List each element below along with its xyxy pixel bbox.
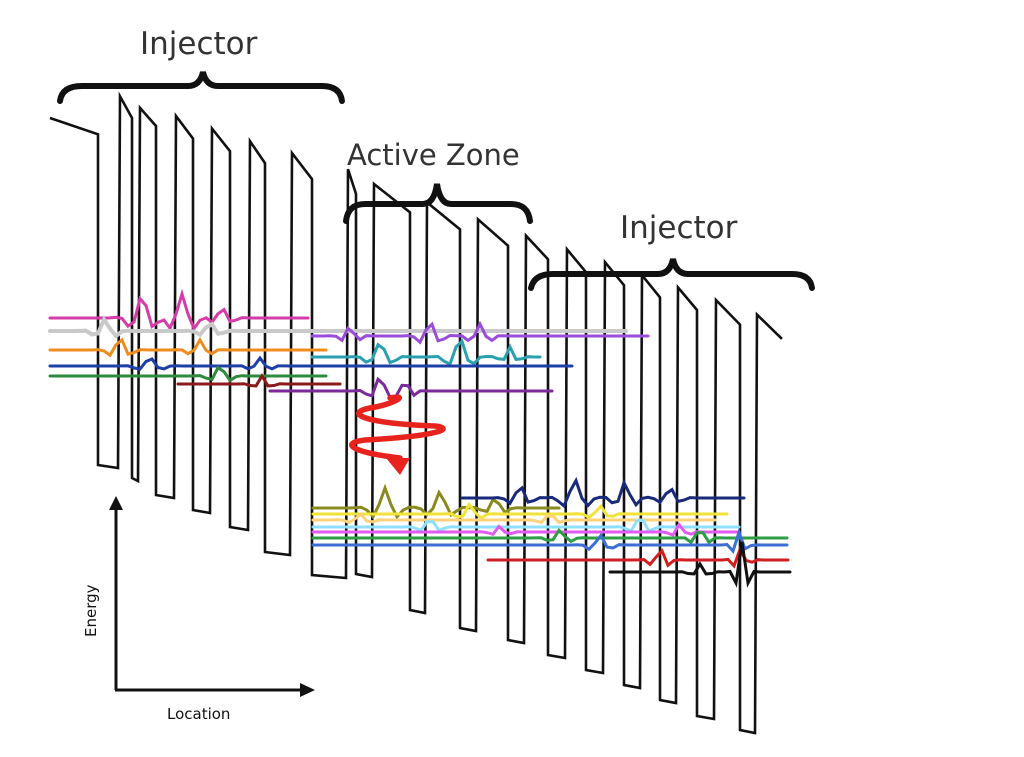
wavefunction-upper-6 <box>48 355 574 371</box>
label-injector-right: Injector <box>620 210 738 246</box>
photon-arrowhead <box>386 458 410 475</box>
photon-emission-arrow <box>349 394 446 475</box>
brace-injector-left <box>57 71 345 104</box>
wavefunction-lower-2 <box>460 476 746 509</box>
wavefunctions <box>48 288 792 588</box>
wavefunction-lower-7 <box>311 527 789 545</box>
wavefunction-lower-4 <box>311 512 717 525</box>
wavefunction-upper-9 <box>268 376 554 399</box>
wavefunction-lower-8 <box>311 527 789 555</box>
wavefunction-upper-5 <box>310 338 542 367</box>
axis-energy-arrowhead <box>109 496 123 510</box>
wavefunction-upper-1 <box>48 288 310 332</box>
wavefunction-lower-9 <box>486 545 790 569</box>
axis-energy-label: Energy <box>82 584 100 637</box>
wavefunction-lower-10 <box>608 541 792 588</box>
brace-active-zone <box>343 183 533 224</box>
wavefunction-upper-4 <box>48 337 328 358</box>
axis-location-arrowhead <box>300 683 315 697</box>
wavefunction-lower-5 <box>311 519 741 534</box>
conduction-band-profile <box>49 91 783 735</box>
wavefunction-lower-3 <box>311 501 729 521</box>
wavefunction-upper-7 <box>48 365 328 383</box>
label-active-zone: Active Zone <box>347 138 520 172</box>
label-injector-left: Injector <box>140 26 258 62</box>
axis-location-label: Location <box>167 705 230 723</box>
brace-injector-right <box>528 258 815 291</box>
wavefunction-upper-8 <box>176 373 342 388</box>
wavefunction-lower-1 <box>311 483 561 520</box>
wavefunction-upper-2 <box>48 315 628 339</box>
wavefunction-lower-6 <box>311 521 741 537</box>
wavy-arrow-down-icon <box>349 394 446 461</box>
wavefunction-upper-3 <box>310 320 650 345</box>
